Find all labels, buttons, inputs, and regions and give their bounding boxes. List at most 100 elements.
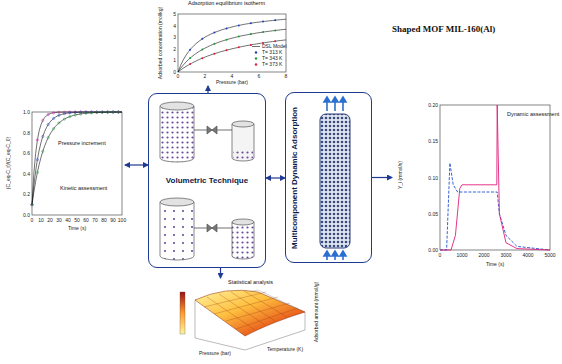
model-curve [178,29,286,72]
plot-mark [53,112,55,114]
plot-mark [201,49,203,51]
tick-label: 90 [110,218,116,223]
kinetic-frame [32,112,122,215]
axis-title: Pressure (bar) [199,351,231,356]
tick-label: 0 [439,253,442,258]
model-curve [32,112,122,205]
plot-mark [90,112,92,114]
color-bar [180,292,185,334]
tick-label: 20 [47,218,53,223]
tick-label: 30 [56,218,62,223]
plot-mark [226,39,228,41]
plot-mark [250,22,252,24]
plot-mark [47,113,49,115]
plot-mark [96,111,98,113]
axis-title: Pressure (bar) [216,80,248,85]
cylinder-cap [232,219,254,225]
model-curve [178,19,286,72]
cylinder [232,222,254,259]
method-box: Volumetric Technique [148,93,266,268]
legend-sample [255,57,257,59]
plot-mark [112,111,114,113]
chart-panel: Dynamic assessment [392,92,560,267]
tick-label: 0 [31,218,34,223]
cylinder [232,124,254,161]
chart-title: Pressure increment [58,141,106,147]
plot-mark [274,19,276,21]
method-title: Multicomponent Dynamic Adsorption [291,107,299,249]
plot-mark [53,117,55,119]
valve-symbol [207,126,217,134]
plot-mark [69,112,71,114]
cylinder [160,106,194,162]
plot-mark [262,31,264,33]
plot-mark [238,36,240,38]
plot-mark [189,57,191,59]
axis-title: Y_i (mmol/s) [398,161,403,189]
adsorbent-bed [233,150,253,161]
method-title: Volumetric Technique [166,177,248,185]
tick-label: 1000 [456,253,467,258]
adsorption-column [320,97,350,260]
axis-title: Time (s) [486,262,504,267]
plot-mark [238,24,240,26]
plot-mark [262,21,264,23]
breakthrough-curve [440,105,550,250]
tick-label: 4000 [522,253,533,258]
volumetric-cylinders [160,102,254,260]
plot-mark [42,150,44,152]
axis-title: Adsorbed amount (mmol/g) [314,282,319,343]
cylinder-cap [160,102,194,110]
column [320,114,350,248]
tick-label: 80 [101,218,107,223]
model-curve [32,112,122,205]
legend-text: DSL Model [262,44,287,49]
surface [195,290,305,336]
chart-panel: Pressure incrementKinetic assessment [0,92,125,237]
tick-label: 8 [285,74,288,79]
tick-label: 4 [231,74,234,79]
plot-mark [36,139,38,141]
plot-mark [74,111,76,113]
isotherm-frame [178,14,286,72]
axis-title: Time (s) [68,226,86,231]
plot-mark [107,111,109,113]
plot-mark [189,49,191,51]
plot-mark [101,111,103,113]
tick-label: 0.2 [23,192,30,197]
plot-mark [238,46,240,48]
surface-grid [204,291,298,330]
legend-sample [255,63,257,65]
method-box: Multicomponent Dynamic Adsorption [285,92,372,263]
tick-label: 0 [177,74,180,79]
cylinder-cap [160,198,194,206]
plot-curves [31,19,550,250]
connector-arrow [266,177,285,178]
plot-mark [74,114,76,116]
dynamic-frame [440,105,550,250]
chart-panel: Adsorption equilibrium isotherm [150,0,290,86]
plot-mark [47,137,49,139]
plot-frames [32,14,550,250]
tick-label: 6 [258,74,261,79]
plot-mark [226,49,228,51]
plot-mark [80,113,82,115]
connector-arrow [220,268,221,278]
plot-mark [31,204,33,206]
response-surface [180,290,305,350]
plot-mark [47,123,49,125]
tick-label: 0.10 [428,175,438,180]
tick-label: 100 [118,218,126,223]
tick-label: 2 [173,46,176,51]
axis-title: Temperature (K) [267,347,303,352]
plot-mark [42,135,44,137]
tick-label: 0.6 [23,151,30,156]
tick-label: 3 [173,35,176,40]
tick-label: 2000 [478,253,489,258]
plot-mark [36,171,38,173]
tick-label: 40 [65,218,71,223]
plot-mark [213,43,215,45]
tick-label: 70 [92,218,98,223]
tick-label: 2 [204,74,207,79]
tick-label: 50 [74,218,80,223]
